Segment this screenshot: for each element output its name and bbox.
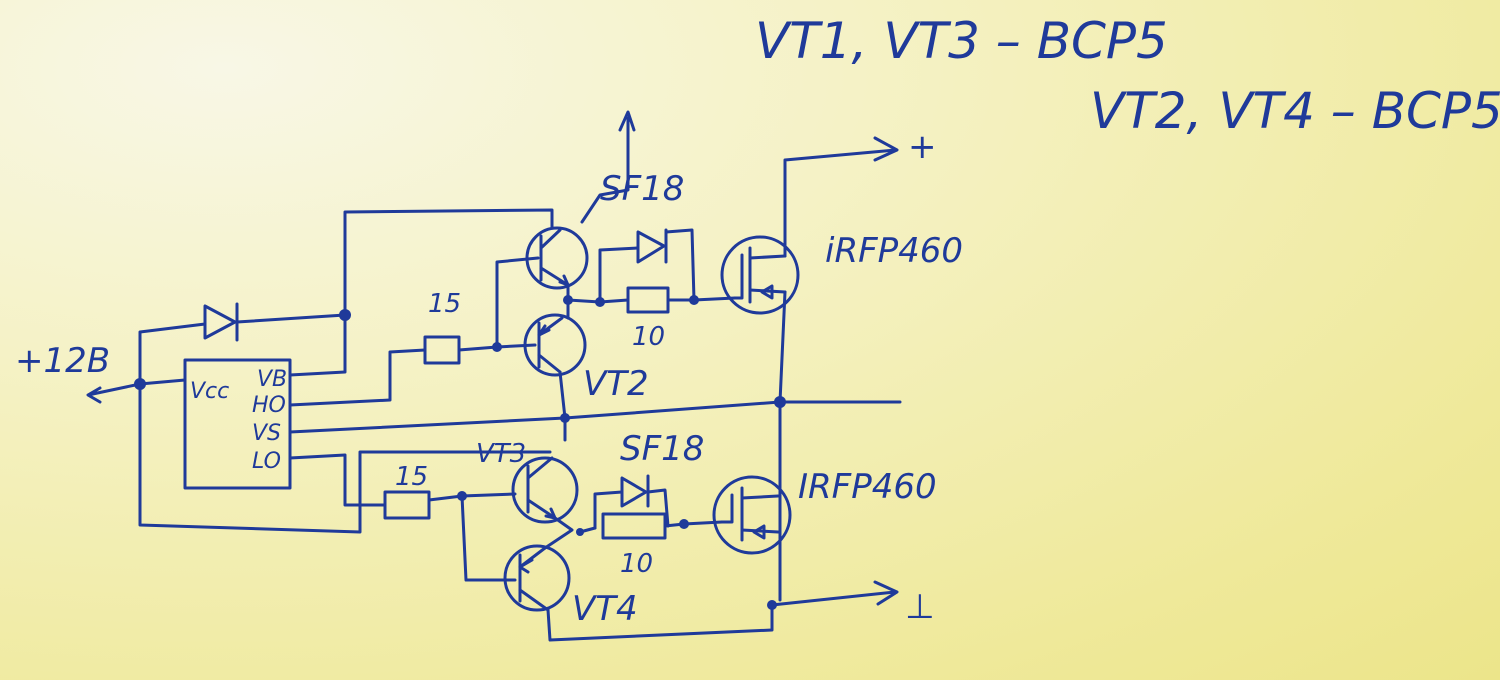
pin-ho: HO: [252, 393, 286, 418]
high-diode-sf18: [636, 228, 696, 302]
bootstrap-wire-left: [138, 322, 207, 386]
high-gate-resistor-label: 10: [632, 322, 665, 352]
supply-arrow: [86, 382, 142, 404]
vt2-transistor: [523, 313, 587, 377]
vcc-wire: [138, 378, 187, 386]
low-gate-node-b: [679, 519, 689, 529]
low-diode-sf18: [620, 474, 670, 528]
high-diode-label: SF18: [600, 169, 684, 209]
low-gate-wire-a: [578, 526, 597, 534]
low-input-resistor-label: 15: [395, 462, 428, 492]
pin-vs: VS: [252, 421, 281, 446]
pin-vb: VB: [257, 367, 287, 392]
pin-lo: LO: [252, 449, 281, 474]
ground-rail: [546, 580, 899, 642]
plus-rail: [783, 136, 899, 258]
vt1-collector-wire: [343, 208, 554, 317]
high-gate-node-b: [689, 295, 699, 305]
pin-vcc: Vcc: [190, 379, 229, 404]
low-emitter-link: [543, 516, 574, 550]
midpoint-node: [774, 396, 786, 408]
supply-bus-bottom: [138, 382, 552, 534]
low-mosfet: [712, 475, 792, 555]
vt4-label: VT4: [572, 589, 638, 629]
high-gate-wire-a: [566, 298, 602, 304]
output-midpoint-wire: [563, 400, 902, 420]
ground-node: [767, 600, 777, 610]
vt2-label: VT2: [583, 364, 649, 404]
vs-wire: [288, 416, 567, 434]
vt1-base-wire: [495, 256, 540, 349]
bridge-midpoint-rail: [778, 290, 787, 602]
low-gate-resistor-label: 10: [620, 549, 653, 579]
vt1-arrow: [580, 110, 636, 224]
vt3-label: VT3: [476, 439, 526, 469]
high-mosfet-label: iRFP460: [825, 231, 963, 271]
high-gate-resistor: [626, 286, 670, 314]
high-diode-wire-left: [598, 246, 640, 304]
high-resistor-wire-left: [598, 298, 630, 304]
ho-wire: [288, 348, 427, 407]
bootstrap-diode: [203, 302, 347, 342]
low-base-wire: [427, 492, 517, 502]
low-gate-resistor: [601, 512, 667, 540]
vt4-base-wire: [460, 494, 517, 582]
low-diode-label: SF18: [620, 429, 704, 469]
lo-wire: [288, 453, 387, 507]
low-mosfet-label: IRFP460: [798, 467, 937, 507]
high-input-resistor: [423, 335, 461, 365]
high-mosfet: [720, 235, 800, 315]
low-input-resistor: [383, 490, 431, 520]
note-vt1-vt3: VT1, VT3 – BCP5: [755, 12, 1168, 70]
driver-ic: [183, 358, 292, 490]
ground-output-label: ⊥: [905, 587, 935, 627]
supply-label: +12B: [15, 341, 110, 381]
supply-node: [134, 378, 146, 390]
plus-output-label: +: [908, 127, 937, 167]
high-input-resistor-label: 15: [428, 289, 461, 319]
vt2-collector-to-vs: [558, 370, 567, 420]
vb-wire: [288, 313, 347, 377]
note-vt2-vt4: VT2, VT4 – BCP51: [1090, 82, 1500, 140]
vt4-transistor: [503, 544, 571, 612]
low-diode-wire-left: [593, 490, 624, 530]
high-gate-wire-b: [666, 296, 737, 302]
